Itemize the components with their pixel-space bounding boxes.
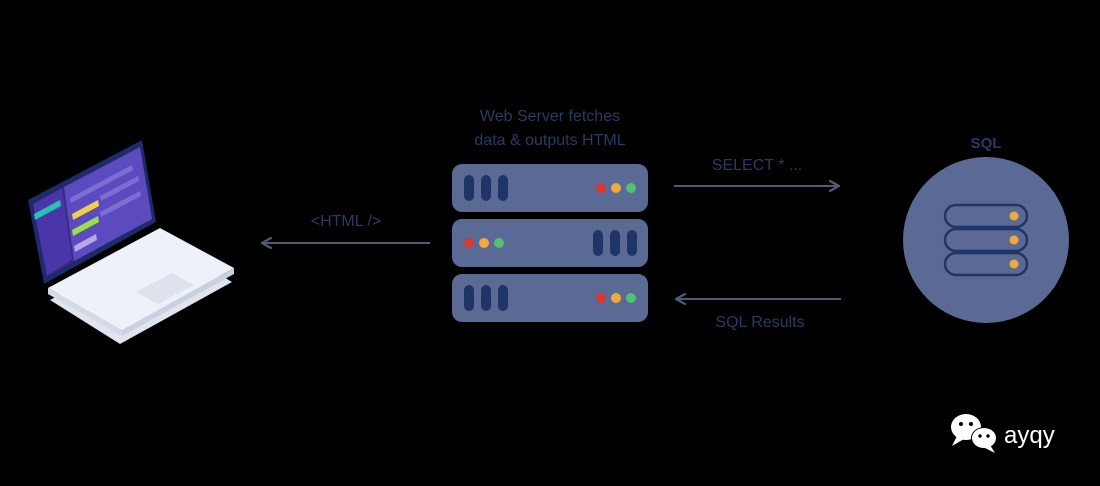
sql-query-flow: SELECT * ... (674, 157, 838, 186)
sql-results-label: SQL Results (715, 314, 804, 331)
status-led-yellow (611, 183, 621, 193)
wechat-icon (951, 414, 997, 453)
status-led-red (596, 183, 606, 193)
server-rack-unit (452, 274, 648, 322)
status-led-yellow (611, 293, 621, 303)
status-led-yellow (479, 238, 489, 248)
status-led-green (626, 293, 636, 303)
web-server-caption-line2: data & outputs HTML (474, 132, 625, 149)
database-icon (943, 203, 1029, 277)
watermark-account-name: ayqy (1004, 422, 1055, 449)
html-response-label: <HTML /> (311, 213, 382, 230)
sql-results-flow: SQL Results (677, 299, 841, 331)
database-title: SQL (971, 135, 1002, 152)
watermark: ayqy (951, 414, 1055, 453)
laptop-icon (28, 140, 234, 344)
status-led-red (464, 238, 474, 248)
status-led-green (626, 183, 636, 193)
server-rack-unit (452, 164, 648, 212)
status-led-red (596, 293, 606, 303)
html-response-flow: <HTML /> (263, 213, 430, 243)
web-server-caption-line1: Web Server fetches (480, 108, 620, 125)
sql-query-label: SELECT * ... (712, 157, 802, 174)
sql-database: SQL (903, 135, 1069, 323)
server-rack-unit (452, 219, 648, 267)
web-server: Web Server fetches data & outputs HTML (452, 108, 648, 322)
status-led-green (494, 238, 504, 248)
